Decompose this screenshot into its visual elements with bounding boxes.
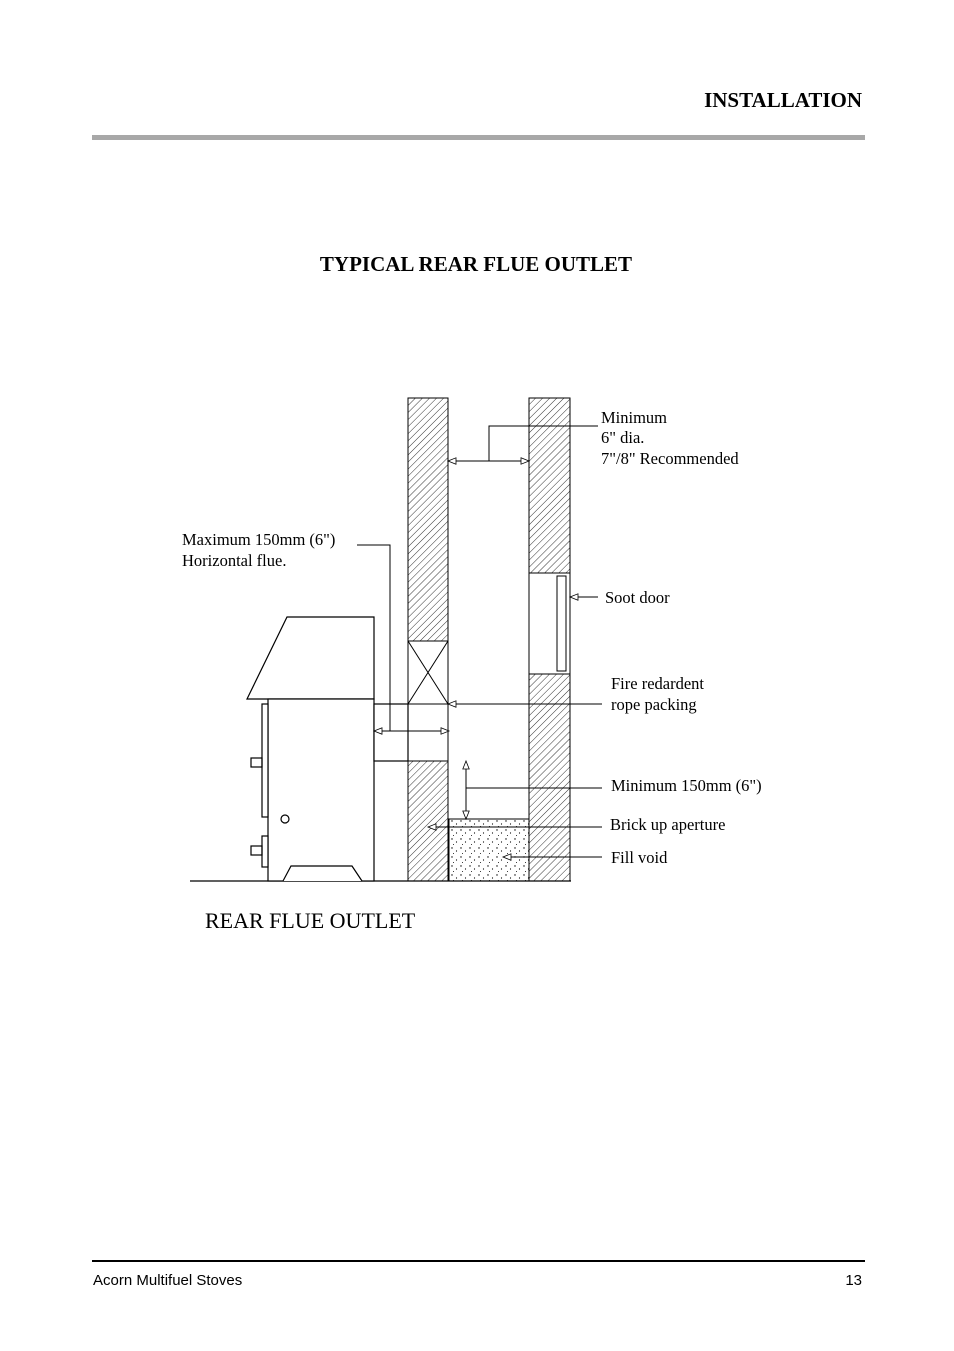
label-max-horizontal: Maximum 150mm (6") (182, 530, 335, 549)
label-6in-dia: 6" dia. (601, 428, 644, 447)
footer-rule (92, 1260, 865, 1262)
dimension-lines (357, 425, 602, 861)
section-title: INSTALLATION (704, 88, 862, 112)
label-soot-door: Soot door (605, 588, 670, 607)
label-horizontal-flue: Horizontal flue. (182, 551, 286, 570)
diagram-title: TYPICAL REAR FLUE OUTLET (0, 252, 954, 277)
right-chimney-wall (528, 397, 571, 882)
label-minimum: Minimum (601, 408, 667, 427)
label-fill-void: Fill void (611, 848, 668, 867)
label-fire-redardent: Fire redardent (611, 674, 704, 693)
left-chimney-wall (407, 397, 449, 882)
header-rule (92, 135, 865, 140)
page-number: 13 (845, 1272, 862, 1289)
label-brick-up: Brick up aperture (610, 815, 725, 834)
footer-brand: Acorn Multifuel Stoves (93, 1272, 243, 1289)
diagram-title-text: TYPICAL REAR FLUE OUTLET (319, 252, 633, 276)
label-recommended: 7"/8" Recommended (601, 449, 739, 468)
stove-drawing (246, 616, 409, 882)
label-minimum-150: Minimum 150mm (6") (611, 776, 762, 795)
diagram-caption: REAR FLUE OUTLET (205, 908, 416, 933)
fill-void (448, 818, 530, 882)
label-rope-packing: rope packing (611, 695, 697, 714)
